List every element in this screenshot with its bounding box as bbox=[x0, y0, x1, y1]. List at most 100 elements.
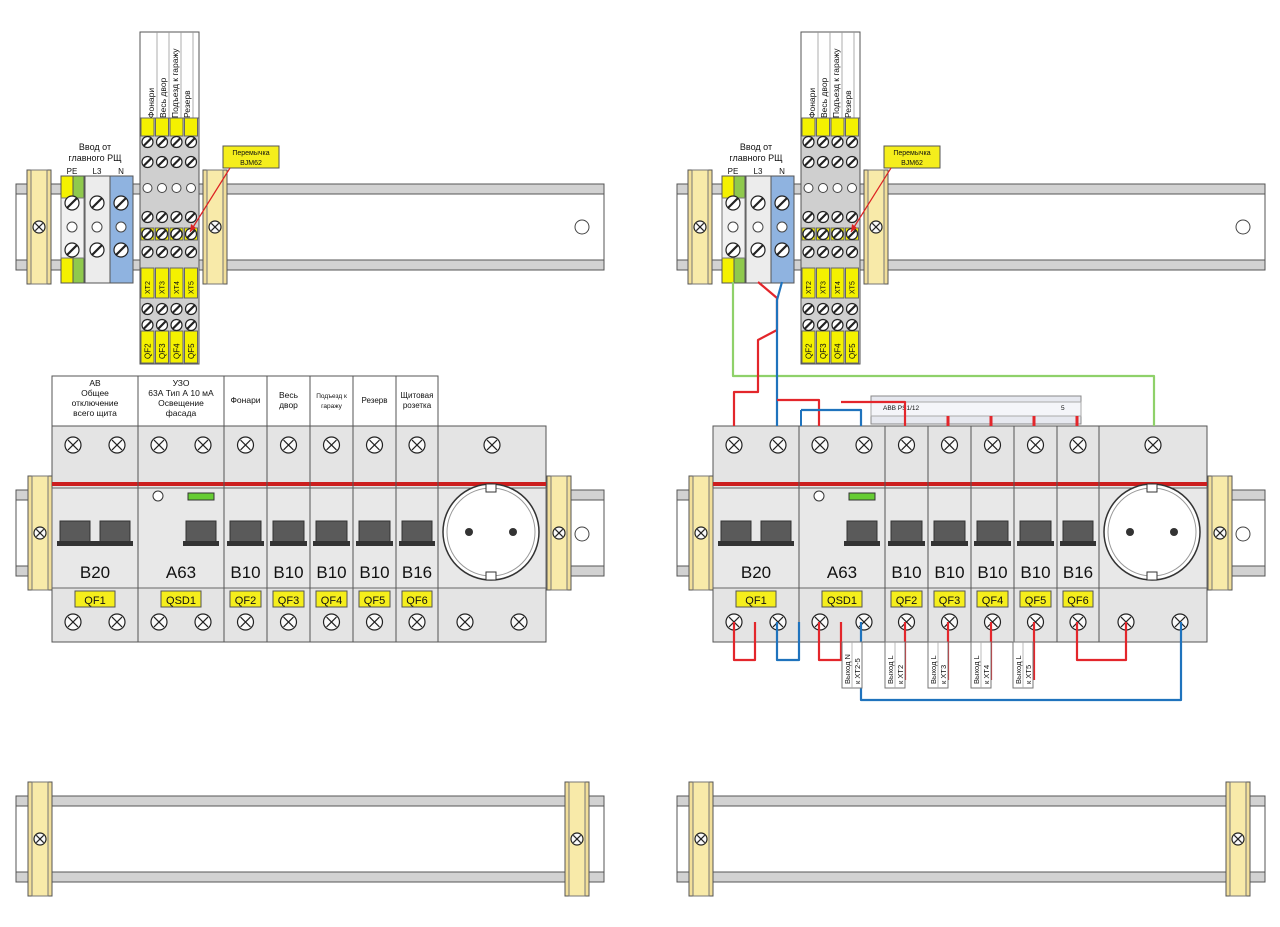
toggle-handle-icon bbox=[315, 520, 348, 544]
handle-bar bbox=[931, 541, 968, 546]
stopper-screw-icon bbox=[33, 526, 47, 540]
screw-cross bbox=[153, 439, 165, 451]
terminal-screw-icon bbox=[155, 302, 169, 316]
device-tag-box bbox=[229, 590, 262, 608]
screw-cross bbox=[210, 222, 220, 232]
terminal-screw-icon bbox=[845, 210, 859, 224]
terminal-hole-icon bbox=[142, 183, 153, 193]
l3-hole-icon bbox=[91, 221, 103, 233]
input-title: Ввод от bbox=[740, 142, 772, 152]
handle-bar bbox=[227, 541, 264, 546]
n-hole-icon bbox=[776, 221, 788, 233]
terminal-screw-icon bbox=[170, 210, 183, 224]
device-tag-box bbox=[933, 590, 966, 608]
device-header-text: фасада bbox=[166, 408, 197, 418]
device-header-text: всего щита bbox=[73, 408, 117, 418]
device-header-text: Подъезд к bbox=[316, 393, 347, 400]
rail-web bbox=[676, 805, 1266, 873]
device-rating: B10 bbox=[230, 563, 260, 582]
terminal-screw-icon bbox=[831, 318, 844, 332]
socket-outlet-icon bbox=[442, 483, 540, 581]
screw-slot bbox=[832, 229, 843, 239]
spare-din-rail bbox=[15, 781, 605, 897]
screw-cross bbox=[572, 834, 582, 844]
screw-cross bbox=[1215, 528, 1225, 538]
socket-pin-hole-icon bbox=[1170, 528, 1178, 536]
n-screw-icon bbox=[774, 195, 790, 211]
device-tag-box bbox=[315, 590, 348, 608]
jumper-screw-icon bbox=[816, 227, 830, 241]
terminal-screw-icon bbox=[802, 245, 815, 259]
stopper-screw-icon bbox=[32, 220, 46, 234]
screw-slot bbox=[803, 320, 814, 330]
stopper-screw-icon bbox=[694, 832, 708, 846]
screw-cross bbox=[696, 528, 706, 538]
device-tag-box bbox=[272, 590, 305, 608]
bottom-screw-icon bbox=[108, 613, 126, 631]
l3-screw-icon bbox=[89, 242, 105, 258]
earth-clip-icon bbox=[1146, 571, 1158, 581]
handle-bar bbox=[718, 541, 794, 546]
pe-hole-icon bbox=[66, 221, 78, 233]
outgoing-name: Резерв bbox=[843, 90, 853, 118]
xt-label: XT3 bbox=[160, 281, 167, 294]
end-stopper bbox=[687, 169, 713, 285]
device-header-text: двор bbox=[279, 400, 298, 410]
bottom-screw-icon bbox=[1026, 613, 1045, 631]
rail-web bbox=[15, 805, 605, 873]
screw-cross bbox=[240, 439, 251, 451]
jumper-screw-icon bbox=[170, 227, 183, 241]
screw-slot bbox=[818, 229, 828, 239]
top-screw-icon bbox=[1026, 436, 1045, 454]
top-screw-icon bbox=[483, 436, 501, 454]
toggle-handle-icon bbox=[401, 520, 433, 544]
top-screw-icon bbox=[811, 436, 829, 454]
xt-label: XT4 bbox=[835, 281, 842, 294]
outgoing-label: Выход L bbox=[929, 655, 938, 684]
handle-bar bbox=[844, 541, 880, 546]
device-tag: QF4 bbox=[321, 595, 342, 607]
n-label: N bbox=[118, 167, 124, 176]
terminal-top-tag bbox=[845, 117, 859, 137]
xt-tag bbox=[184, 267, 198, 299]
busbar-face bbox=[870, 401, 1082, 417]
device-header-text: Фонари bbox=[230, 395, 260, 405]
terminal-hole-icon bbox=[847, 183, 857, 193]
terminal-hole-icon bbox=[818, 183, 828, 193]
xt-tag bbox=[845, 267, 859, 299]
qsd1-busbar-wire bbox=[841, 400, 907, 426]
screw-slot bbox=[142, 229, 153, 239]
toggle-handle-icon bbox=[890, 520, 923, 544]
screw-slot bbox=[818, 137, 828, 147]
device-header-text: 63А Тип А 10 мА bbox=[148, 388, 214, 398]
terminal-hole-icon bbox=[171, 183, 182, 193]
terminal-screw-icon bbox=[170, 245, 183, 259]
screw-slot bbox=[91, 244, 103, 256]
jumper-arrow bbox=[189, 167, 231, 233]
screw-cross bbox=[944, 439, 955, 451]
outgoing-label: к XT2-5 bbox=[853, 658, 862, 684]
indicator-icon bbox=[848, 492, 876, 501]
outgoing-label: к XT2 bbox=[896, 665, 905, 684]
socket-l-wire bbox=[1075, 622, 1128, 662]
terminal-hole-icon bbox=[157, 183, 167, 193]
screw-slot bbox=[186, 247, 196, 257]
socket-pin-hole-icon bbox=[509, 528, 517, 536]
rail-mount-hole-icon bbox=[1235, 219, 1251, 235]
terminal-top-tag bbox=[155, 117, 169, 137]
screw-slot bbox=[171, 212, 182, 222]
rail-mount-hole-icon bbox=[574, 526, 590, 542]
outgoing-name: Фонари bbox=[146, 88, 156, 118]
jumper-arrow bbox=[850, 167, 892, 233]
busbar-label: ABB PS1/12 bbox=[883, 405, 920, 412]
device-tag-box bbox=[976, 590, 1009, 608]
screw-slot bbox=[157, 247, 167, 257]
